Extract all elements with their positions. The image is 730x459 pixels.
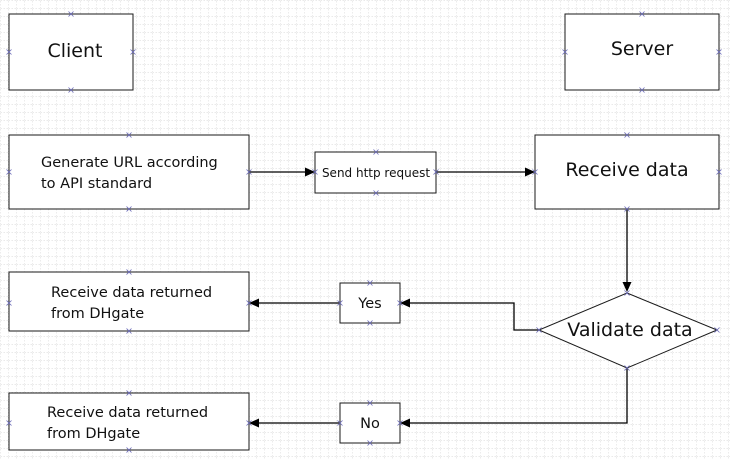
connection-points bbox=[6, 11, 722, 453]
yes-label: Yes bbox=[357, 296, 381, 312]
connection-point-marker bbox=[367, 400, 373, 406]
connector-yes-to-returned bbox=[249, 298, 340, 308]
receive-returned-no-line1: Receive data returned bbox=[47, 405, 208, 421]
connector-receive-to-validate bbox=[622, 209, 632, 292]
no-label: No bbox=[360, 416, 380, 432]
connection-point-marker bbox=[624, 365, 630, 371]
connection-point-marker bbox=[367, 280, 373, 286]
connection-point-marker bbox=[716, 49, 722, 55]
connection-point-marker bbox=[397, 420, 403, 426]
connection-point-marker bbox=[714, 327, 720, 333]
connection-point-marker bbox=[716, 169, 722, 175]
connection-point-marker bbox=[624, 290, 630, 296]
connection-point-marker bbox=[639, 11, 645, 17]
connection-point-marker bbox=[373, 190, 379, 196]
connector-no-to-returned bbox=[249, 418, 340, 428]
receive-returned-node-yes[interactable]: Receive data returned from DHgate bbox=[8, 271, 250, 332]
connection-point-marker bbox=[337, 420, 343, 426]
validate-data-label: Validate data bbox=[567, 319, 692, 341]
server-label: Server bbox=[611, 38, 673, 60]
receive-data-label: Receive data bbox=[565, 159, 688, 181]
receive-returned-node-no[interactable]: Receive data returned from DHgate bbox=[8, 392, 250, 451]
connection-point-marker bbox=[624, 132, 630, 138]
yes-node[interactable]: Yes bbox=[339, 282, 401, 324]
connector-send-to-receive bbox=[436, 167, 535, 177]
connection-point-marker bbox=[397, 300, 403, 306]
generate-url-label-line2: to API standard bbox=[41, 176, 152, 192]
connection-point-marker bbox=[433, 169, 439, 175]
no-node[interactable]: No bbox=[339, 402, 401, 444]
connection-point-marker bbox=[624, 206, 630, 212]
client-node[interactable]: Client bbox=[8, 13, 134, 91]
receive-data-node[interactable]: Receive data bbox=[534, 134, 720, 210]
send-http-request-label: Send http request bbox=[322, 166, 430, 180]
connection-point-marker bbox=[130, 49, 136, 55]
connection-point-marker bbox=[246, 300, 252, 306]
connector-generate-to-send bbox=[249, 167, 315, 177]
receive-returned-yes-line2: from DHgate bbox=[51, 306, 144, 322]
connection-point-marker bbox=[126, 390, 132, 396]
connection-point-marker bbox=[6, 420, 12, 426]
connector-validate-to-yes bbox=[400, 298, 539, 331]
connection-point-marker bbox=[68, 11, 74, 17]
generate-url-label-line1: Generate URL according bbox=[41, 155, 218, 171]
send-http-request-node[interactable]: Send http request bbox=[314, 151, 437, 194]
connection-point-marker bbox=[639, 87, 645, 93]
connection-point-marker bbox=[126, 206, 132, 212]
connection-point-marker bbox=[6, 49, 12, 55]
client-label: Client bbox=[47, 40, 102, 62]
connection-point-marker bbox=[126, 269, 132, 275]
connection-point-marker bbox=[126, 132, 132, 138]
connection-point-marker bbox=[126, 328, 132, 334]
connection-point-marker bbox=[6, 169, 12, 175]
connection-point-marker bbox=[337, 300, 343, 306]
connection-point-marker bbox=[536, 327, 542, 333]
connection-point-marker bbox=[126, 447, 132, 453]
generate-url-node[interactable]: Generate URL according to API standard bbox=[8, 134, 250, 210]
connection-point-marker bbox=[6, 300, 12, 306]
connection-point-marker bbox=[367, 440, 373, 446]
connection-point-marker bbox=[373, 149, 379, 155]
connector-validate-to-no bbox=[400, 368, 628, 428]
connection-point-marker bbox=[562, 49, 568, 55]
validate-data-node[interactable]: Validate data bbox=[537, 292, 719, 369]
connection-point-marker bbox=[246, 420, 252, 426]
connection-point-marker bbox=[68, 87, 74, 93]
connection-point-marker bbox=[246, 169, 252, 175]
connection-point-marker bbox=[312, 169, 318, 175]
server-node[interactable]: Server bbox=[564, 13, 720, 91]
receive-returned-yes-line1: Receive data returned bbox=[51, 285, 212, 301]
receive-returned-no-line2: from DHgate bbox=[47, 426, 140, 442]
connection-point-marker bbox=[367, 320, 373, 326]
connection-point-marker bbox=[532, 169, 538, 175]
